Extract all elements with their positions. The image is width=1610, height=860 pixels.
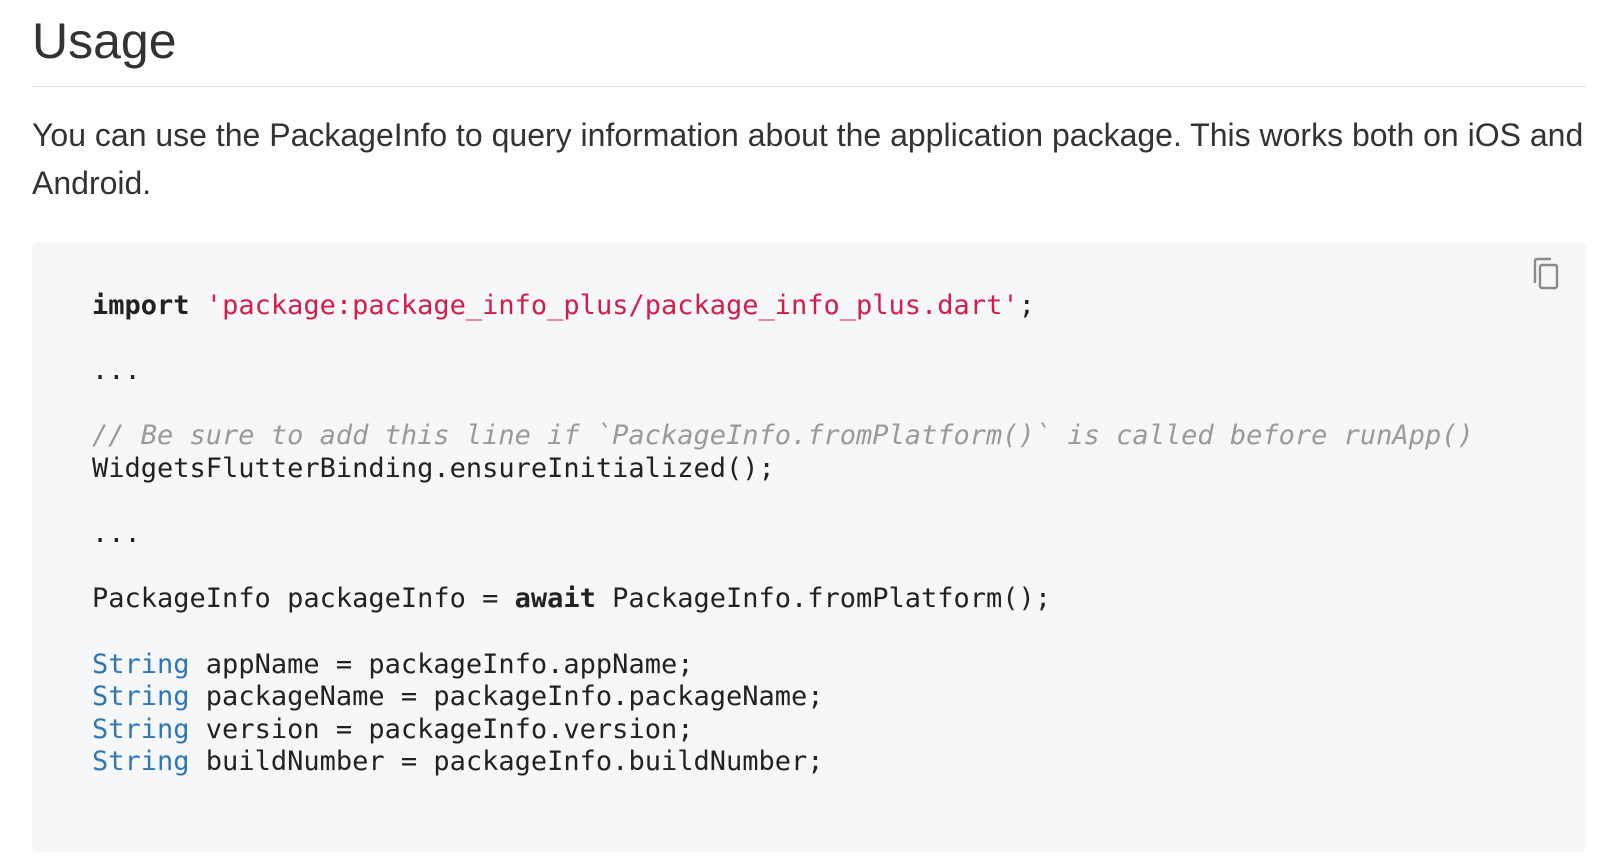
keyword-await: await	[514, 583, 596, 615]
code-line-field: String packageName = packageInfo.package…	[92, 681, 824, 713]
code-ellipsis: ...	[92, 518, 141, 550]
code-line-package-info: PackageInfo packageInfo = await PackageI…	[92, 583, 1052, 615]
code-line-ensure-initialized: WidgetsFlutterBinding.ensureInitialized(…	[92, 452, 775, 484]
type-string: String	[92, 681, 190, 713]
import-path-string: 'package:package_info_plus/package_info_…	[205, 290, 1019, 321]
type-string: String	[92, 746, 190, 778]
code-line-field: String buildNumber = packageInfo.buildNu…	[92, 746, 824, 778]
type-string: String	[92, 713, 190, 745]
code-line-import: import 'package:package_info_plus/packag…	[92, 290, 1035, 321]
code-comment: // Be sure to add this line if `PackageI…	[92, 420, 1474, 452]
type-string: String	[92, 648, 190, 680]
heading-divider	[32, 86, 1586, 87]
code-listing: import 'package:package_info_plus/packag…	[92, 290, 1474, 779]
copy-button[interactable]	[1528, 256, 1564, 292]
usage-section: Usage You can use the PackageInfo to que…	[32, 0, 1586, 852]
code-ellipsis: ...	[92, 355, 141, 387]
intro-paragraph: You can use the PackageInfo to query inf…	[32, 117, 1584, 201]
section-heading: Usage	[32, 13, 177, 69]
keyword-import: import	[92, 290, 190, 321]
code-line-field: String appName = packageInfo.appName;	[92, 648, 694, 680]
code-block: import 'package:package_info_plus/packag…	[32, 242, 1586, 852]
copy-icon	[1533, 257, 1559, 290]
code-line-field: String version = packageInfo.version;	[92, 713, 694, 745]
